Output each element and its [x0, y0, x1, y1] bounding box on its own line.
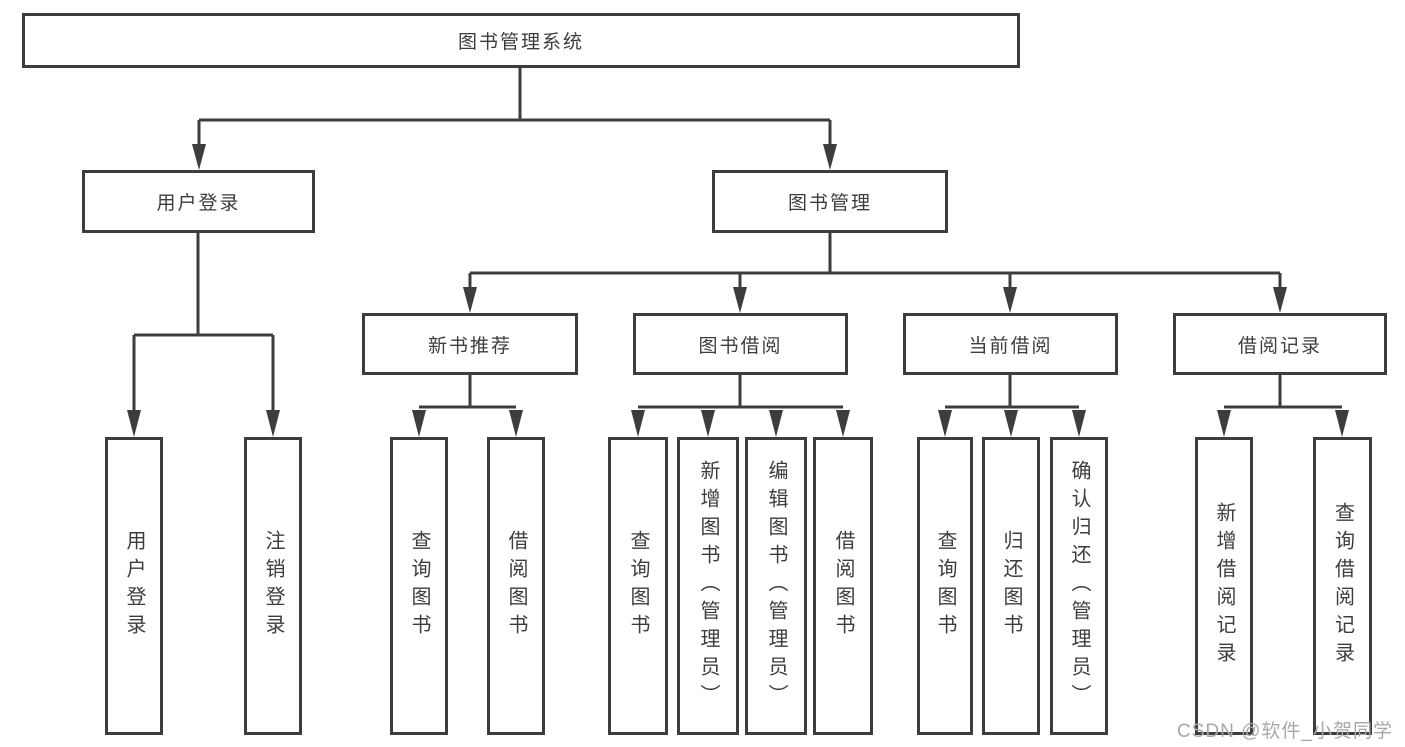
node-leaf-query-record-label: 查询借阅记录 — [1331, 502, 1354, 670]
node-leaf-logout: 注销登录 — [244, 437, 302, 735]
node-leaf-return-book: 归还图书 — [982, 437, 1040, 735]
node-current-borrow: 当前借阅 — [903, 313, 1118, 375]
node-leaf-query-book-2: 查询图书 — [608, 437, 668, 735]
node-book-borrow: 图书借阅 — [633, 313, 848, 375]
node-leaf-add-book-label: 新增图书（管理员） — [697, 460, 719, 712]
node-leaf-borrow-book-2: 借阅图书 — [813, 437, 873, 735]
node-root: 图书管理系统 — [22, 13, 1020, 68]
node-leaf-query-record: 查询借阅记录 — [1313, 437, 1372, 735]
node-leaf-borrow-book-1-label: 借阅图书 — [505, 530, 527, 642]
node-root-label: 图书管理系统 — [457, 32, 584, 53]
node-leaf-query-book-3: 查询图书 — [917, 437, 973, 735]
node-leaf-query-book-1-label: 查询图书 — [408, 530, 430, 642]
node-user-login: 用户登录 — [82, 170, 315, 233]
node-leaf-add-record-label: 新增借阅记录 — [1213, 502, 1235, 670]
node-new-book-rec: 新书推荐 — [362, 313, 578, 375]
node-leaf-add-record: 新增借阅记录 — [1195, 437, 1253, 735]
arrowheads — [127, 144, 1349, 437]
node-leaf-logout-label: 注销登录 — [262, 530, 284, 642]
node-leaf-edit-book-label: 编辑图书（管理员） — [765, 460, 787, 712]
node-leaf-edit-book: 编辑图书（管理员） — [745, 437, 807, 735]
connector-paths — [132, 68, 1342, 413]
node-leaf-user-login-label: 用户登录 — [123, 530, 145, 642]
node-leaf-user-login: 用户登录 — [105, 437, 163, 735]
node-leaf-confirm-return: 确认归还（管理员） — [1050, 437, 1108, 735]
node-current-borrow-label: 当前借阅 — [968, 335, 1053, 357]
csdn-watermark: CSDN @软件_小贺同学 — [1177, 721, 1393, 742]
node-book-borrow-label: 图书借阅 — [698, 335, 783, 357]
node-borrow-records: 借阅记录 — [1173, 313, 1387, 375]
node-leaf-query-book-3-label: 查询图书 — [934, 530, 956, 642]
node-user-login-label: 用户登录 — [156, 193, 241, 214]
node-leaf-query-book-1: 查询图书 — [390, 437, 448, 735]
node-leaf-add-book: 新增图书（管理员） — [677, 437, 739, 735]
node-leaf-borrow-book-2-label: 借阅图书 — [832, 530, 854, 642]
node-leaf-return-book-label: 归还图书 — [1000, 530, 1022, 642]
node-new-book-rec-label: 新书推荐 — [427, 335, 512, 357]
node-borrow-records-label: 借阅记录 — [1237, 335, 1322, 357]
node-leaf-confirm-return-label: 确认归还（管理员） — [1068, 460, 1090, 712]
node-book-mgmt-label: 图书管理 — [787, 193, 872, 214]
node-book-mgmt: 图书管理 — [712, 170, 948, 233]
node-leaf-query-book-2-label: 查询图书 — [627, 530, 649, 642]
node-leaf-borrow-book-1: 借阅图书 — [487, 437, 545, 735]
